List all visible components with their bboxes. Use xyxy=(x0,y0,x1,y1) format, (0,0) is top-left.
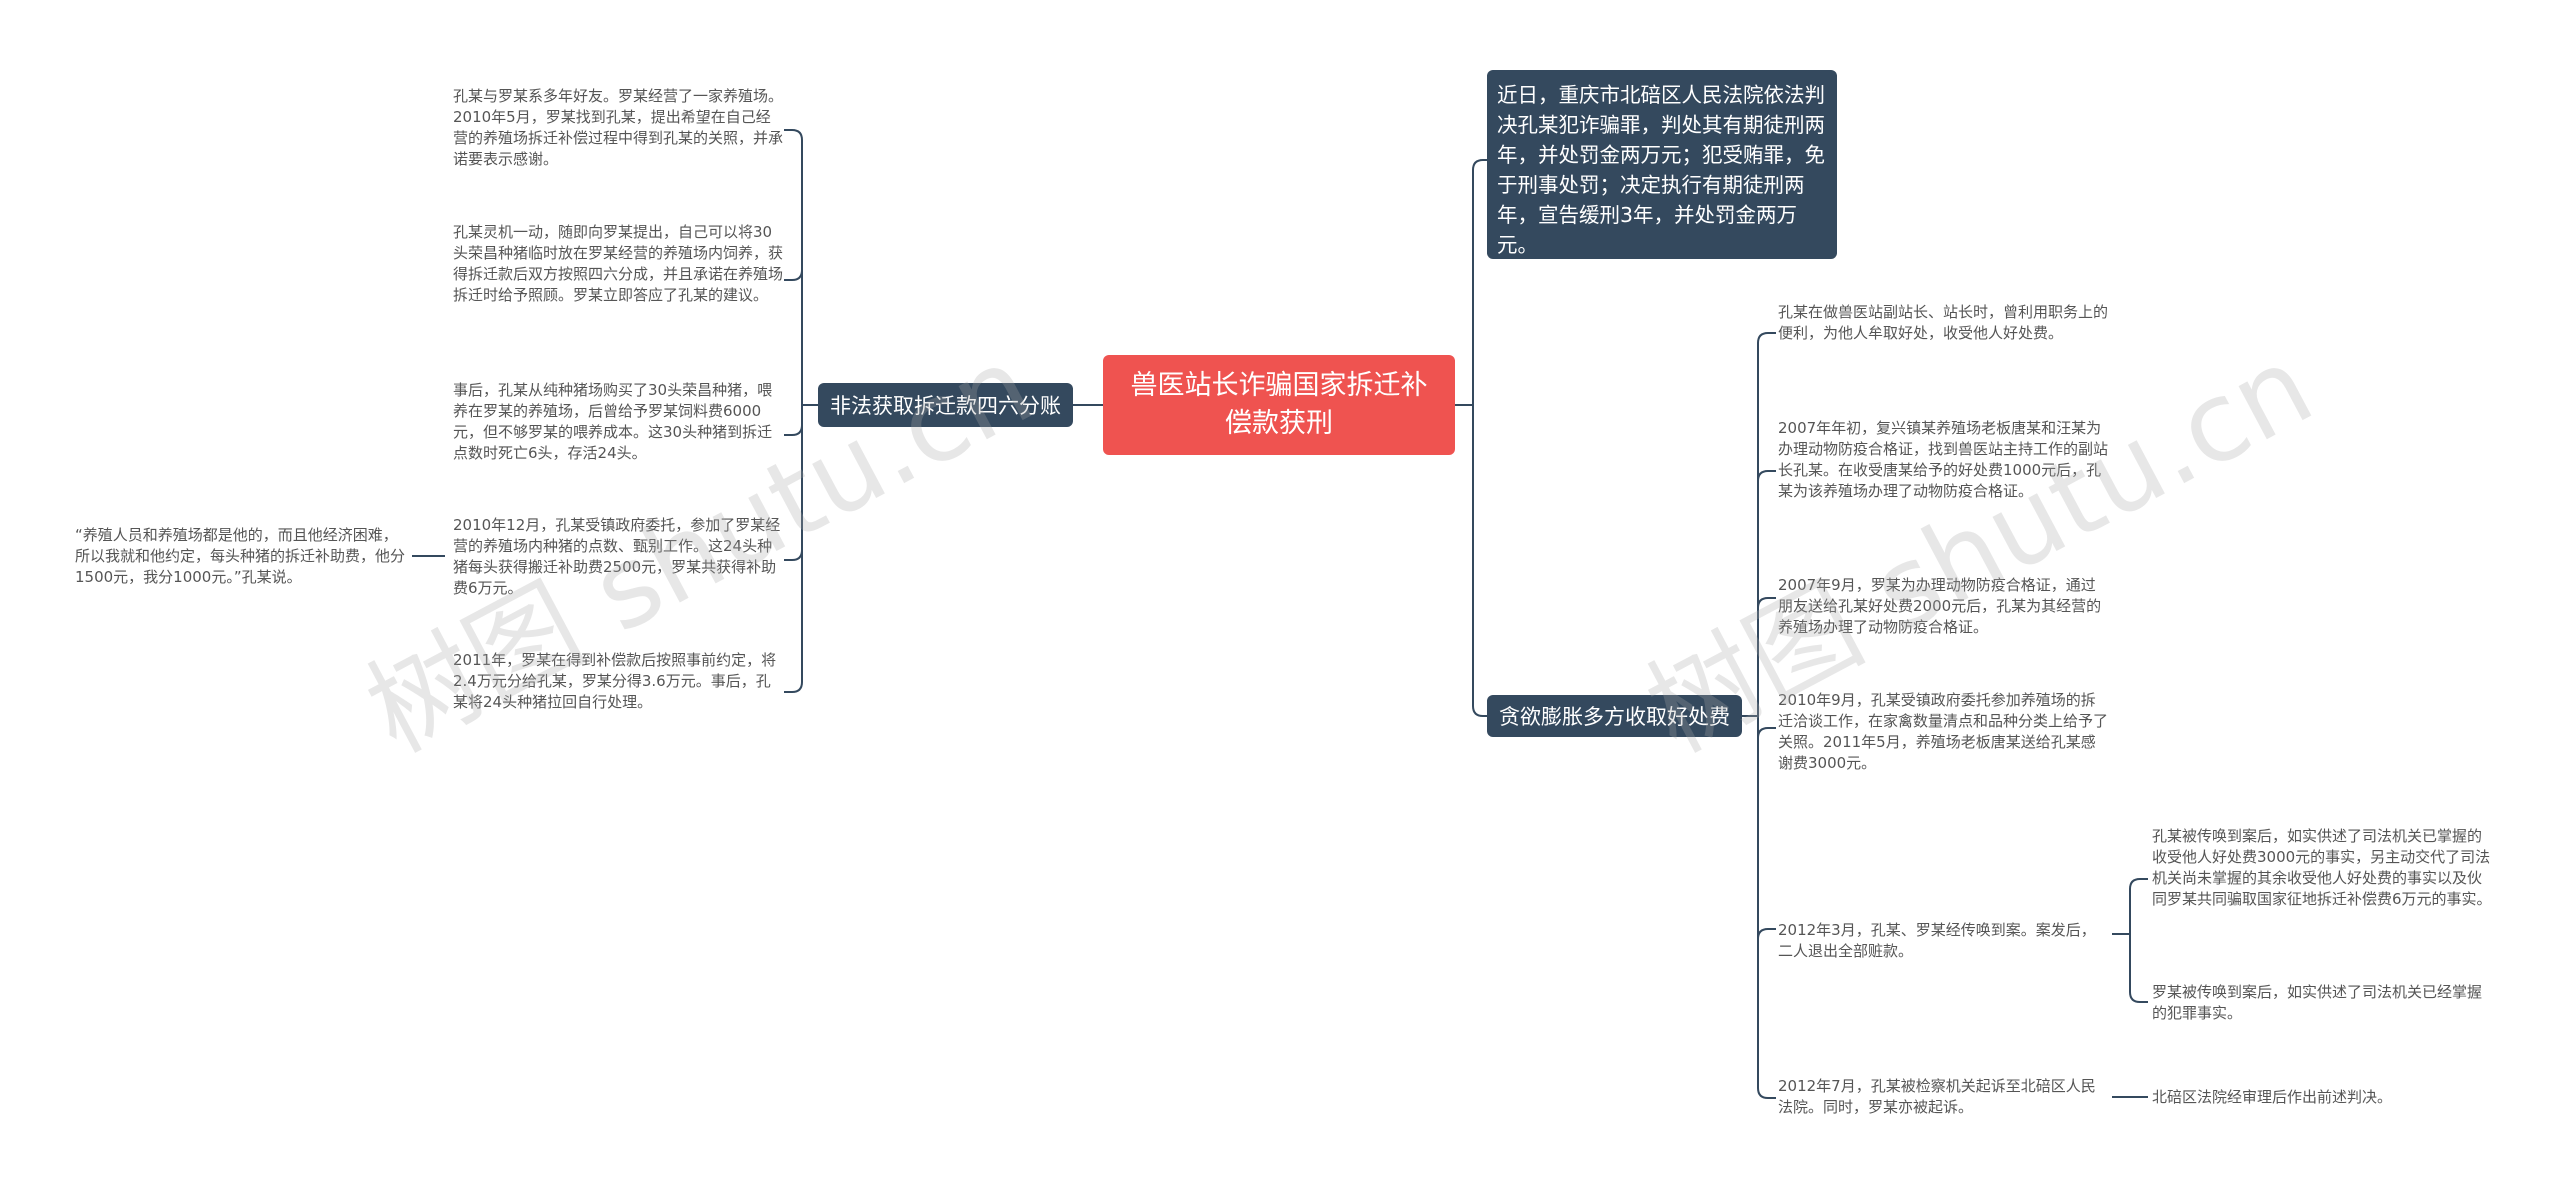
left-leaf-3-text: 事后，孔某从纯种猪场购买了30头荣昌种猪，喂养在罗某的养殖场，后曾给予罗某饲料费… xyxy=(453,381,773,462)
right-leaf-5[interactable]: 2012年3月，孔某、罗某经传唤到案。案发后，二人退出全部赃款。 xyxy=(1778,920,2108,962)
left-leaf-2-text: 孔某灵机一动，随即向罗某提出，自己可以将30头荣昌种猪临时放在罗某经营的养殖场内… xyxy=(453,223,784,304)
root-topic[interactable]: 兽医站长诈骗国家拆迁补偿款获刑 xyxy=(1103,355,1455,455)
summary-topic[interactable]: 近日，重庆市北碚区人民法院依法判决孔某犯诈骗罪，判处其有期徒刑两年，并处罚金两万… xyxy=(1487,70,1837,259)
connector-right-sub-a xyxy=(2112,878,2148,1003)
left-leaf-4-text: 2010年12月，孔某受镇政府委托，参加了罗某经营的养殖场内种猪的点数、甄别工作… xyxy=(453,516,781,597)
left-leaf-2[interactable]: 孔某灵机一动，随即向罗某提出，自己可以将30头荣昌种猪临时放在罗某经营的养殖场内… xyxy=(453,222,783,306)
right-leaf-1-text: 孔某在做兽医站副站长、站长时，曾利用职务上的便利，为他人牟取好处，收受他人好处费… xyxy=(1778,303,2109,342)
right-leaf-4[interactable]: 2010年9月，孔某受镇政府委托参加养殖场的拆迁洽谈工作，在家禽数量清点和品种分… xyxy=(1778,690,2108,774)
left-leaf-5[interactable]: 2011年，罗某在得到补偿款后按照事前约定，将2.4万元分给孔某，罗某分得3.6… xyxy=(453,650,783,713)
right-leaf-6[interactable]: 2012年7月，孔某被检察机关起诉至北碚区人民法院。同时，罗某亦被起诉。 xyxy=(1778,1076,2108,1118)
right-sub-leaf-b-text: 北碚区法院经审理后作出前述判决。 xyxy=(2152,1088,2393,1106)
left-sub-leaf[interactable]: “养殖人员和养殖场都是他的，而且他经济困难，所以我就和他约定，每头种猪的拆迁补助… xyxy=(75,525,409,588)
right-sub-leaf-a2-text: 罗某被传唤到案后，如实供述了司法机关已经掌握的犯罪事实。 xyxy=(2152,983,2483,1022)
connector-left-bracket xyxy=(784,129,818,693)
branch-right-label: 贪欲膨胀多方收取好处费 xyxy=(1499,705,1730,729)
connector-right-trunk xyxy=(1472,159,1487,717)
right-leaf-4-text: 2010年9月，孔某受镇政府委托参加养殖场的拆迁洽谈工作，在家禽数量清点和品种分… xyxy=(1778,691,2109,772)
left-leaf-1[interactable]: 孔某与罗某系多年好友。罗某经营了一家养殖场。2010年5月，罗某找到孔某，提出希… xyxy=(453,86,783,170)
right-sub-leaf-b[interactable]: 北碚区法院经审理后作出前述判决。 xyxy=(2152,1087,2492,1108)
root-topic-label: 兽医站长诈骗国家拆迁补偿款获刑 xyxy=(1130,370,1428,439)
right-leaf-1[interactable]: 孔某在做兽医站副站长、站长时，曾利用职务上的便利，为他人牟取好处，收受他人好处费… xyxy=(1778,302,2108,344)
branch-left-topic[interactable]: 非法获取拆迁款四六分账 xyxy=(818,383,1073,427)
left-leaf-1-text: 孔某与罗某系多年好友。罗某经营了一家养殖场。2010年5月，罗某找到孔某，提出希… xyxy=(453,87,784,168)
branch-left-label: 非法获取拆迁款四六分账 xyxy=(830,394,1061,418)
left-leaf-3[interactable]: 事后，孔某从纯种猪场购买了30头荣昌种猪，喂养在罗某的养殖场，后曾给予罗某饲料费… xyxy=(453,380,783,464)
right-leaf-6-text: 2012年7月，孔某被检察机关起诉至北碚区人民法院。同时，罗某亦被起诉。 xyxy=(1778,1077,2096,1116)
summary-topic-text: 近日，重庆市北碚区人民法院依法判决孔某犯诈骗罪，判处其有期徒刑两年，并处罚金两万… xyxy=(1497,83,1825,257)
right-leaf-2[interactable]: 2007年年初，复兴镇某养殖场老板唐某和汪某为办理动物防疫合格证，找到兽医站主持… xyxy=(1778,418,2108,502)
left-leaf-5-text: 2011年，罗某在得到补偿款后按照事前约定，将2.4万元分给孔某，罗某分得3.6… xyxy=(453,651,777,711)
branch-right-topic[interactable]: 贪欲膨胀多方收取好处费 xyxy=(1487,695,1742,737)
right-sub-leaf-a1-text: 孔某被传唤到案后，如实供述了司法机关已掌握的收受他人好处费3000元的事实，另主… xyxy=(2152,827,2492,908)
connector-right-bracket xyxy=(1740,332,1776,1099)
right-leaf-3-text: 2007年9月，罗某为办理动物防疫合格证，通过朋友送给孔某好处费2000元后，孔… xyxy=(1778,576,2102,636)
right-leaf-2-text: 2007年年初，复兴镇某养殖场老板唐某和汪某为办理动物防疫合格证，找到兽医站主持… xyxy=(1778,419,2109,500)
right-leaf-5-text: 2012年3月，孔某、罗某经传唤到案。案发后，二人退出全部赃款。 xyxy=(1778,921,2096,960)
left-sub-leaf-text: “养殖人员和养殖场都是他的，而且他经济困难，所以我就和他约定，每头种猪的拆迁补助… xyxy=(75,526,406,586)
right-leaf-3[interactable]: 2007年9月，罗某为办理动物防疫合格证，通过朋友送给孔某好处费2000元后，孔… xyxy=(1778,575,2108,638)
left-leaf-4[interactable]: 2010年12月，孔某受镇政府委托，参加了罗某经营的养殖场内种猪的点数、甄别工作… xyxy=(453,515,783,599)
right-sub-leaf-a2[interactable]: 罗某被传唤到案后，如实供述了司法机关已经掌握的犯罪事实。 xyxy=(2152,982,2492,1024)
right-sub-leaf-a1[interactable]: 孔某被传唤到案后，如实供述了司法机关已掌握的收受他人好处费3000元的事实，另主… xyxy=(2152,826,2492,910)
